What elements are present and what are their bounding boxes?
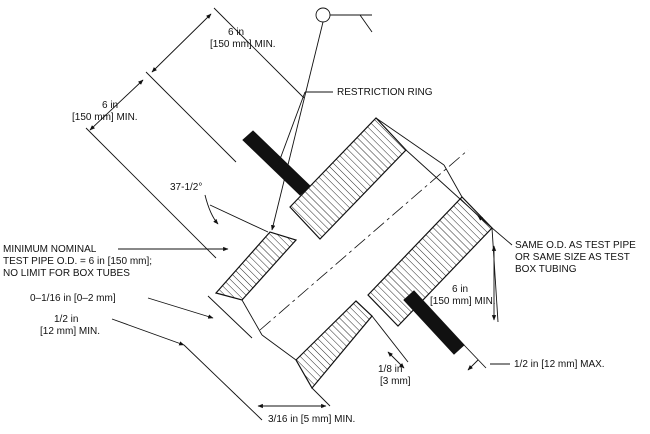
half-in-min-dimension: 1/2 in [12 mm] MIN. [40,314,237,396]
weld-symbol-leader [271,21,324,231]
dim-6in-mid-line [89,79,144,131]
min-nominal-line-2: TEST PIPE O.D. = 6 in [150 mm]; [3,256,152,267]
half-max-extension [463,344,487,369]
dim-6in-mid: 6 in [150 mm] MIN. [72,79,217,259]
eighth-text-a: 1/8 in [378,364,402,375]
three-sixteenth-extension-2 [311,387,331,407]
dim-6in-right-text-a: 6 in [452,284,468,295]
same-od-line-3: BOX TUBING [515,264,577,275]
upper-pipe-near-wall [289,117,407,240]
restriction-ring-upper [242,130,311,196]
upper-pipe-break [375,117,445,166]
half-in-min-text-a: 1/2 in [54,314,78,325]
angle-leg [209,204,269,233]
upper-pipe-bore-edge [405,149,493,229]
half-in-min-text-b: [12 mm] MIN. [40,326,100,337]
gap-dimension: 0–1/16 in [0–2 mm] [30,293,253,339]
weld-symbol-circle [315,7,331,23]
upper-pipe [289,117,493,327]
dim-6in-mid-text-b: [150 mm] MIN. [72,112,138,123]
dim-6in-right-text-b: [150 mm] MIN. [430,296,496,307]
three-sixteenth-extension [235,394,263,421]
half-in-max-dimension: 1/2 in [12 mm] MAX. [463,344,605,371]
upper-pipe-break-2 [443,164,463,198]
eighth-extension [371,315,409,363]
lower-pipe-near-wall [214,231,298,301]
half-in-min-leader [111,318,185,346]
restriction-ring-label: RESTRICTION RING [337,87,433,98]
dim-6in-top-text-b: [150 mm] MIN. [210,39,276,50]
angle-callout: 37-1/2° [170,182,269,233]
min-nominal-line-3: NO LIMIT FOR BOX TUBES [3,268,130,279]
half-max-arrow [467,359,479,371]
gap-extension [207,295,253,339]
dim-6in-top: 6 in [150 mm] MIN. [145,7,305,163]
min-nominal-line-1: MINIMUM NOMINAL [3,244,97,255]
dim-6in-top-line [151,13,212,73]
three-sixteenth-text: 3/16 in [5 mm] MIN. [268,414,355,425]
same-od-note: SAME O.D. AS TEST PIPE OR SAME SIZE AS T… [477,215,636,275]
same-od-line-2: OR SAME SIZE AS TEST [515,252,630,263]
dim-6in-top-text-a: 6 in [228,27,244,38]
angle-arc [204,194,219,225]
restriction-ring-callout: RESTRICTION RING [275,87,433,171]
restriction-ring-leader [275,91,306,171]
dim-6in-top-extension [213,7,305,99]
pipe-center-line [259,149,469,331]
weld-symbol [271,7,373,231]
three-sixteenth-dimension: 3/16 in [5 mm] MIN. [235,387,355,425]
half-in-min-extension [183,344,237,396]
weld-symbol-tail [359,14,373,33]
eighth-text-b: [3 mm] [380,376,411,387]
eighth-in-dimension: 1/8 in [3 mm] [371,315,411,387]
eighth-line [387,351,405,369]
same-od-line-1: SAME O.D. AS TEST PIPE [515,240,636,251]
lower-pipe [214,231,373,390]
lower-pipe-bore-edge-2 [261,334,297,361]
gap-leader [147,297,214,319]
dim-6in-top-extension-2 [145,71,237,163]
gap-text: 0–1/16 in [0–2 mm] [30,293,116,304]
dim-6in-mid-text-a: 6 in [102,100,118,111]
dim-6in-right: 6 in [150 mm] MIN. [430,227,499,323]
same-od-leader [477,215,513,246]
dim-6in-mid-extension [85,127,217,259]
dim-6in-right-extension [491,227,499,323]
min-nominal-note: MINIMUM NOMINAL TEST PIPE O.D. = 6 in [1… [3,244,229,279]
lower-pipe-bore-edge [241,299,263,336]
lower-pipe-far-wall [295,300,373,390]
angle-text: 37-1/2° [170,182,202,193]
half-max-text: 1/2 in [12 mm] MAX. [514,359,605,370]
